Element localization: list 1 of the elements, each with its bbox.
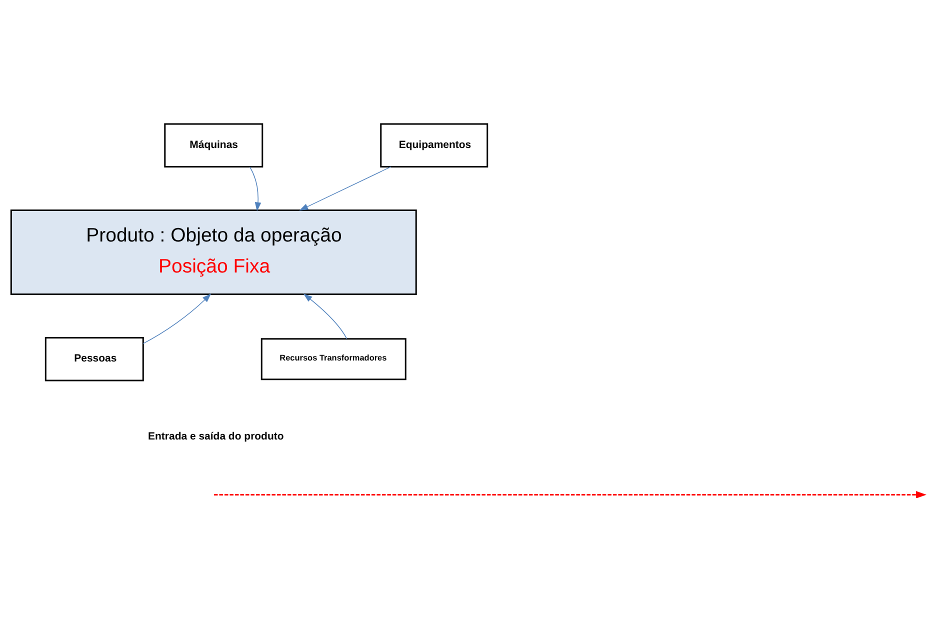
label: Entrada e saída do produto (148, 430, 284, 442)
